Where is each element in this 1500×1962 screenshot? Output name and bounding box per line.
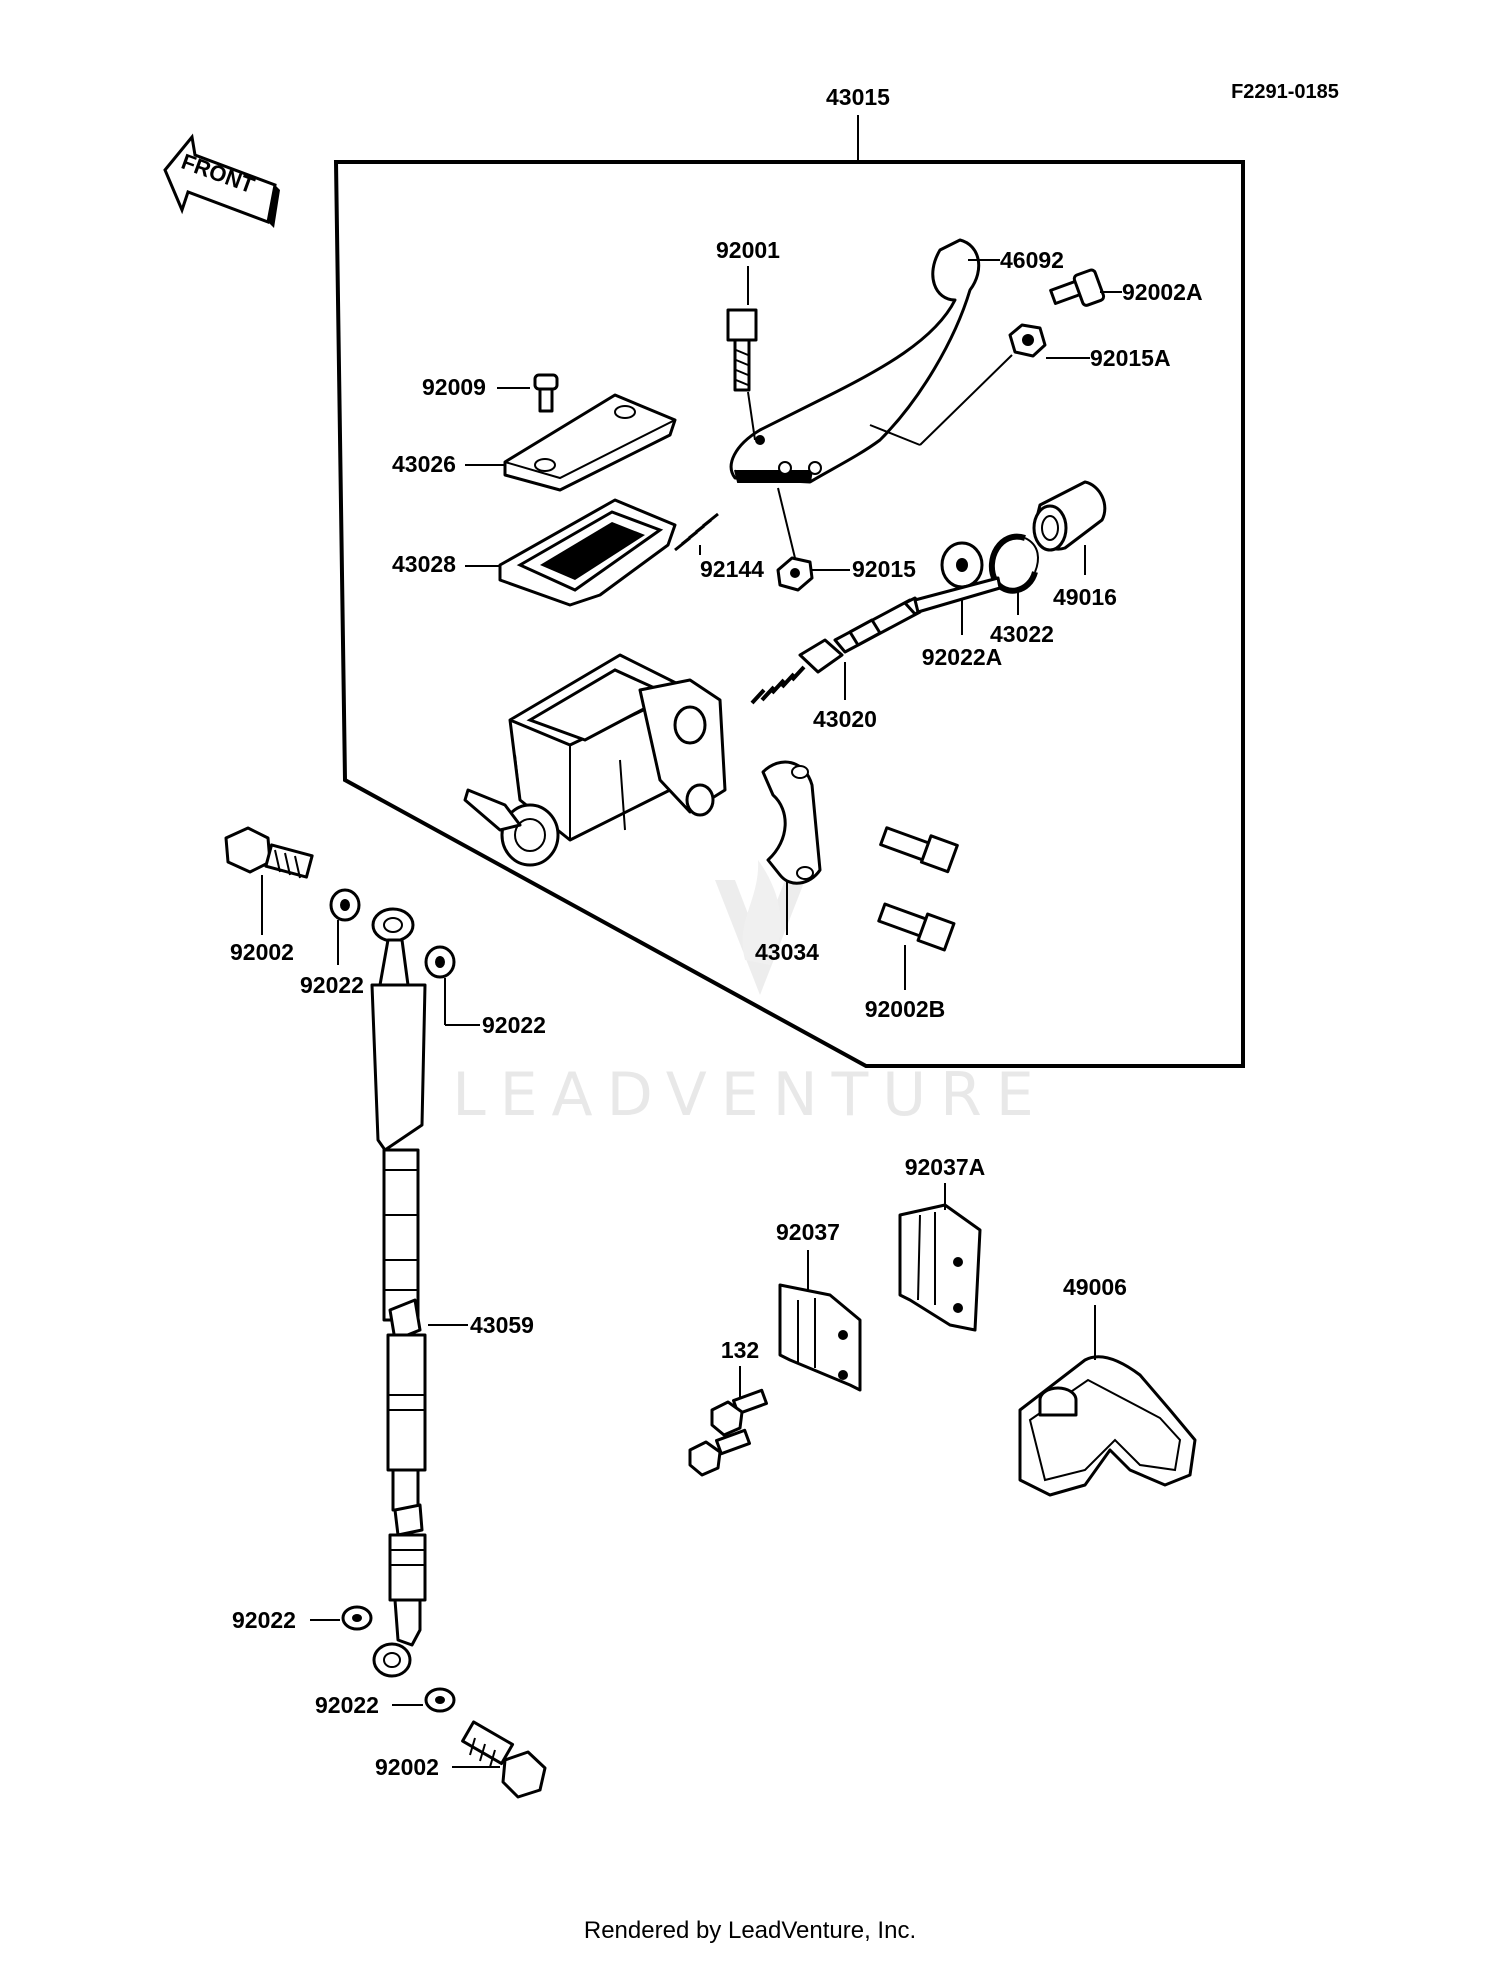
label-92001: 92001	[716, 237, 780, 263]
pivot-bolt	[726, 308, 758, 392]
label-43026: 43026	[392, 451, 456, 477]
label-49006: 49006	[1063, 1274, 1127, 1300]
screw-92002a	[1049, 268, 1106, 307]
label-132: 132	[721, 1337, 759, 1363]
leader-92015-pin	[777, 487, 796, 559]
washer-bottom-1	[341, 1605, 373, 1631]
label-92002B: 92002B	[865, 996, 946, 1022]
washer-92022a	[940, 541, 984, 589]
label-43034: 43034	[755, 939, 819, 965]
label-92022-a: 92022	[300, 972, 364, 998]
assembly-number: 43015	[826, 84, 890, 110]
bracket-92037a	[898, 1203, 982, 1332]
brake-hose	[370, 907, 427, 1678]
label-92022-c: 92022	[232, 1607, 296, 1633]
label-46092: 46092	[1000, 247, 1064, 273]
label-92037A: 92037A	[905, 1154, 986, 1180]
label-43028: 43028	[392, 551, 456, 577]
front-arrow-icon: FRONT	[163, 133, 280, 228]
label-43059: 43059	[470, 1312, 534, 1338]
clamp-bolt-lower	[877, 902, 956, 952]
clamp-bolt-upper	[879, 826, 959, 874]
handlebar-clamp	[761, 760, 822, 885]
bolt-132-upper	[710, 1388, 768, 1437]
screw-92009	[533, 373, 559, 413]
washer-bottom-2	[424, 1687, 456, 1713]
label-92002-top: 92002	[230, 939, 294, 965]
footer-credit: Rendered by LeadVenture, Inc.	[584, 1917, 916, 1944]
banjo-bolt-top	[224, 826, 314, 879]
dust-boot	[1032, 480, 1107, 552]
label-92009: 92009	[422, 374, 486, 400]
banjo-bolt-bottom	[461, 1720, 547, 1799]
cover-49006	[1018, 1355, 1197, 1497]
watermark-text: LEADVENTURE	[452, 1060, 1048, 1130]
label-43022: 43022	[990, 621, 1054, 647]
bracket-92037	[778, 1283, 862, 1392]
watermark: LEADVENTURE	[452, 860, 1048, 1130]
washer-top-2	[424, 945, 456, 979]
label-92022-b: 92022	[482, 1012, 546, 1038]
leader-92001-pin	[747, 391, 756, 441]
master-cylinder-body	[463, 653, 727, 867]
diaphragm	[498, 498, 677, 607]
label-92002A: 92002A	[1122, 279, 1203, 305]
piston-assembly	[750, 576, 1002, 705]
label-49016: 49016	[1053, 584, 1117, 610]
label-92002-bottom: 92002	[375, 1754, 439, 1780]
label-92022-d: 92022	[315, 1692, 379, 1718]
reservoir-cap	[503, 393, 677, 492]
label-92144: 92144	[700, 556, 764, 582]
nut-92015a	[1008, 323, 1047, 358]
washer-top-1	[329, 888, 361, 922]
bolt-132-lower	[688, 1428, 751, 1477]
nut-92015	[776, 556, 814, 592]
label-43020: 43020	[813, 706, 877, 732]
drawing-code: F2291-0185	[1231, 81, 1339, 103]
label-92037: 92037	[776, 1219, 840, 1245]
assembly-frame	[333, 160, 1245, 1068]
spring-92144	[674, 512, 719, 552]
leader-92015a-line-2	[869, 424, 921, 446]
label-92022A: 92022A	[922, 644, 1003, 670]
label-92015A: 92015A	[1090, 345, 1171, 371]
brake-lever	[729, 238, 981, 484]
label-92015: 92015	[852, 556, 916, 582]
leader-92015a-line	[919, 354, 1013, 446]
